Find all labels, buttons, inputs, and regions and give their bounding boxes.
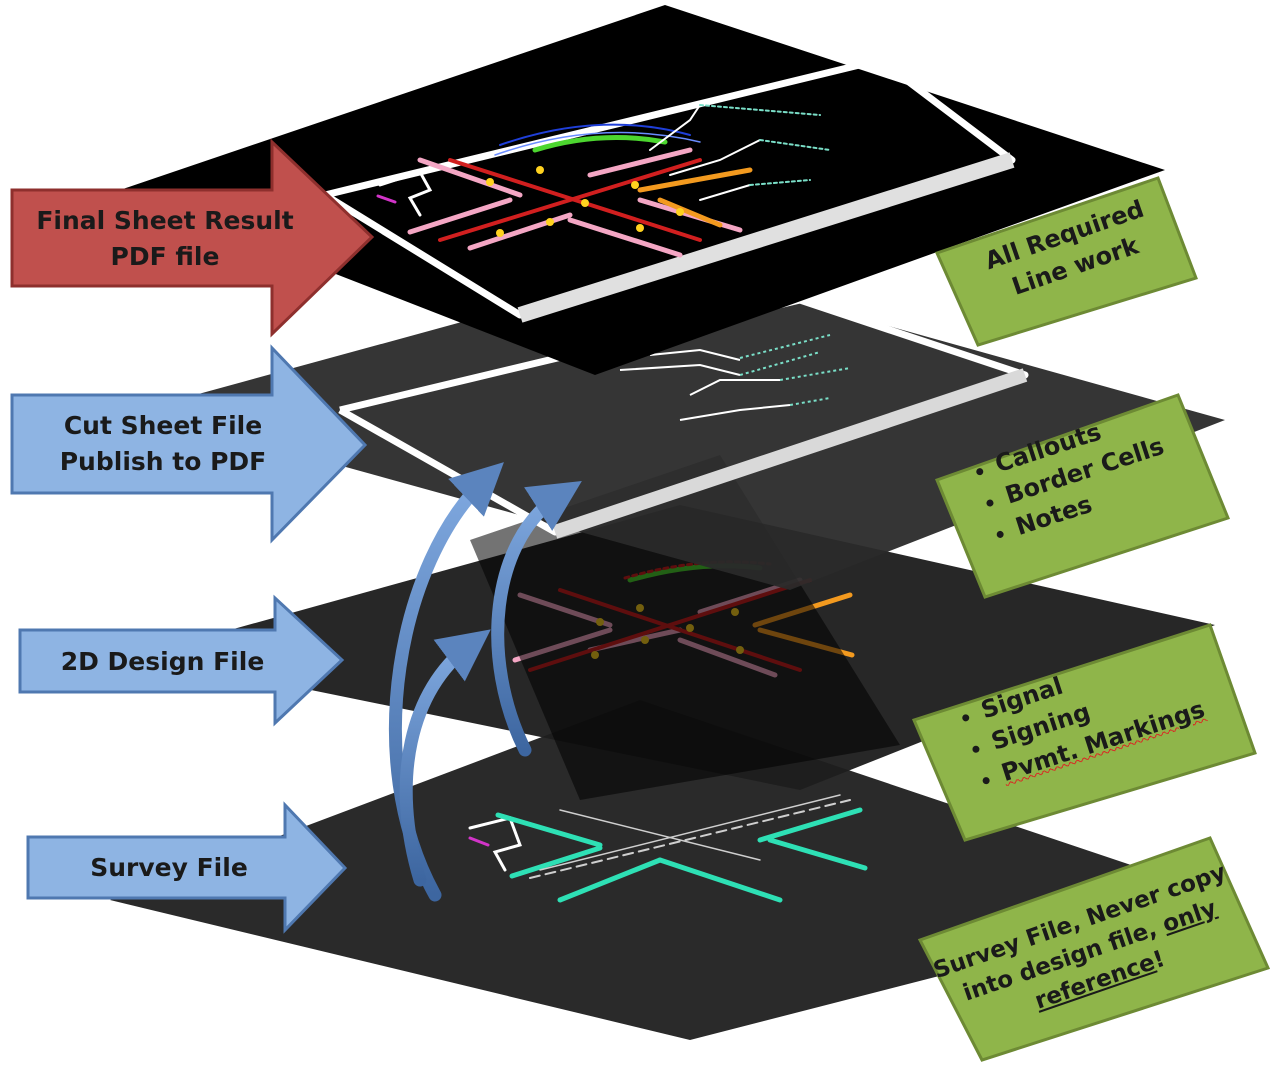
design-file-arrow: [18, 594, 345, 727]
note-box-survey: [917, 836, 1271, 1062]
final-sheet: [120, 5, 1165, 375]
note-box-linework: [934, 176, 1198, 347]
note-boxes: [911, 176, 1271, 1062]
reference-arrows: [388, 462, 582, 902]
design-file-label: 2D Design File: [20, 640, 305, 684]
final-sheet-label-line2: PDF file: [110, 242, 220, 271]
survey-to-design-arrow: [399, 629, 491, 887]
final-sheet-label-line1: Final Sheet Result: [36, 206, 294, 235]
survey-linework: [468, 794, 868, 903]
cut-sheet-label: Cut Sheet File Publish to PDF: [18, 405, 308, 483]
overlap-shadow: [470, 455, 900, 800]
design-file-label-line1: 2D Design File: [60, 647, 265, 676]
block-arrows: [10, 138, 375, 934]
cut-sheet-label-line1: Cut Sheet File: [63, 411, 263, 440]
cut-sheet-arrow: [10, 344, 368, 544]
survey-file-arrow: [26, 801, 348, 934]
cut-sheet-callouts: [619, 334, 851, 421]
cut-sheet-label-line2: Publish to PDF: [59, 447, 267, 476]
note-box-cut-sheet: [935, 393, 1230, 599]
design-to-cut-arrow: [491, 480, 582, 757]
note-box-design: [911, 623, 1257, 842]
final-sheet-arrow: [10, 138, 375, 338]
survey-file-label: Survey File: [28, 846, 310, 890]
survey-file-label-line1: Survey File: [90, 853, 248, 882]
final-linework: [376, 104, 831, 258]
final-sheet-label: Final Sheet Result PDF file: [20, 200, 310, 278]
